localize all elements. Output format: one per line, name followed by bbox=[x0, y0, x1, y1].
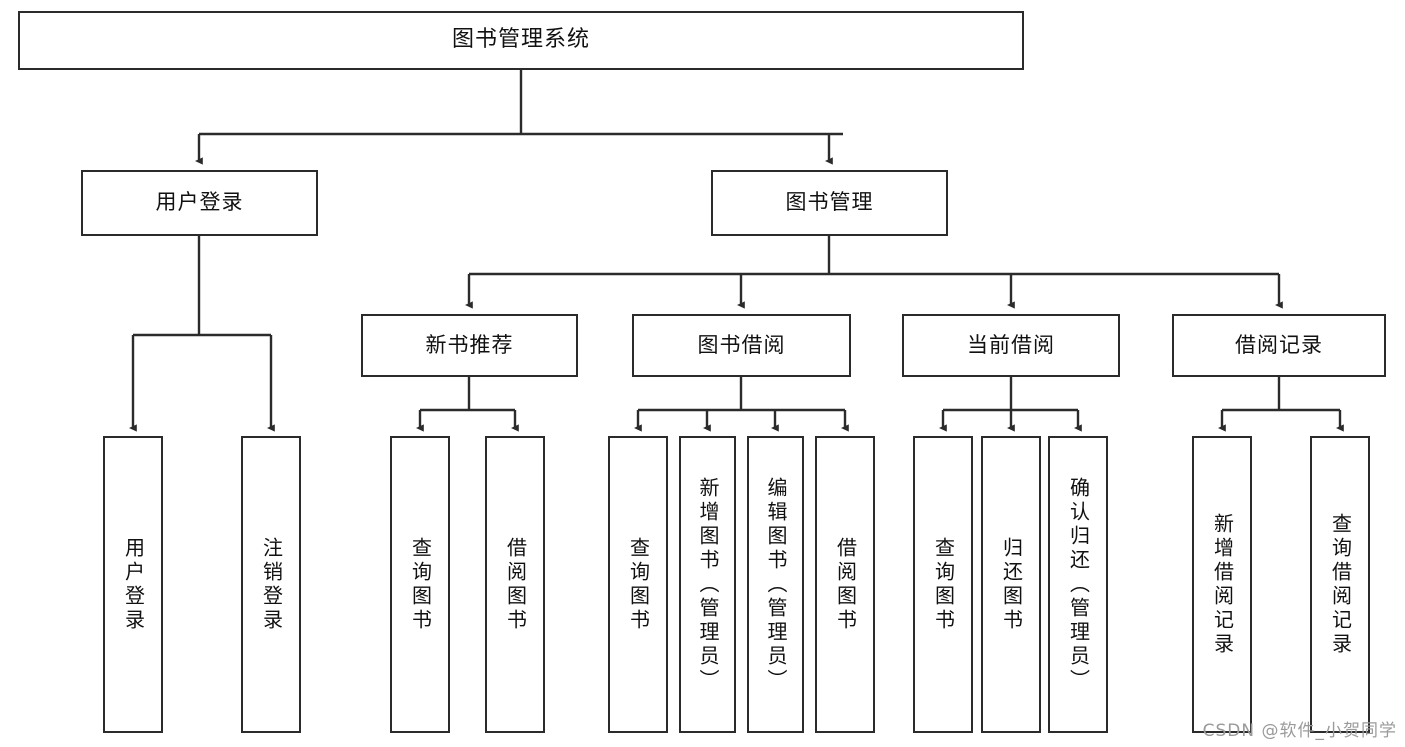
node-leaf-add-book-admin[interactable]: 新增图书（管理员） bbox=[679, 436, 736, 733]
node-label: 图书管理系统 bbox=[451, 27, 590, 53]
node-label: 用户登录 bbox=[155, 190, 244, 215]
node-current-borrow[interactable]: 当前借阅 bbox=[902, 314, 1120, 377]
node-root-book-management-system[interactable]: 图书管理系统 bbox=[18, 11, 1024, 70]
node-user-login[interactable]: 用户登录 bbox=[81, 170, 318, 236]
node-label: 图书借阅 bbox=[697, 332, 786, 357]
node-leaf-query-book-borrow[interactable]: 查询图书 bbox=[608, 436, 668, 733]
node-label: 借阅图书 bbox=[833, 536, 858, 633]
node-leaf-query-borrow-record[interactable]: 查询借阅记录 bbox=[1310, 436, 1370, 733]
node-label: 注销登录 bbox=[259, 536, 284, 633]
node-leaf-return-book[interactable]: 归还图书 bbox=[981, 436, 1041, 733]
node-label: 查询借阅记录 bbox=[1328, 512, 1353, 657]
node-label: 编辑图书（管理员） bbox=[764, 476, 788, 693]
node-leaf-add-borrow-record[interactable]: 新增借阅记录 bbox=[1192, 436, 1252, 733]
node-label: 新书推荐 bbox=[425, 332, 514, 357]
node-leaf-query-book-recommend[interactable]: 查询图书 bbox=[390, 436, 450, 733]
node-label: 图书管理 bbox=[785, 190, 874, 215]
node-label: 借阅记录 bbox=[1235, 332, 1323, 357]
node-new-book-recommend[interactable]: 新书推荐 bbox=[361, 314, 578, 377]
node-label: 查询图书 bbox=[408, 536, 433, 633]
node-label: 借阅图书 bbox=[503, 536, 528, 633]
node-label: 查询图书 bbox=[626, 536, 651, 633]
node-leaf-logout[interactable]: 注销登录 bbox=[241, 436, 301, 733]
node-label: 查询图书 bbox=[931, 536, 956, 633]
node-label: 归还图书 bbox=[999, 536, 1024, 633]
node-label: 新增图书（管理员） bbox=[696, 476, 720, 693]
node-label: 新增借阅记录 bbox=[1210, 512, 1235, 657]
node-book-management[interactable]: 图书管理 bbox=[711, 170, 948, 236]
node-borrow-record[interactable]: 借阅记录 bbox=[1172, 314, 1386, 377]
node-leaf-query-book-current[interactable]: 查询图书 bbox=[913, 436, 973, 733]
node-label: 确认归还（管理员） bbox=[1066, 476, 1091, 693]
node-leaf-confirm-return-admin[interactable]: 确认归还（管理员） bbox=[1048, 436, 1108, 733]
node-book-borrow[interactable]: 图书借阅 bbox=[632, 314, 851, 377]
node-leaf-user-login[interactable]: 用户登录 bbox=[103, 436, 163, 733]
node-label: 当前借阅 bbox=[967, 332, 1055, 357]
node-label: 用户登录 bbox=[121, 536, 146, 633]
node-leaf-borrow-book[interactable]: 借阅图书 bbox=[815, 436, 875, 733]
node-leaf-borrow-book-recommend[interactable]: 借阅图书 bbox=[485, 436, 545, 733]
node-leaf-edit-book-admin[interactable]: 编辑图书（管理员） bbox=[747, 436, 804, 733]
